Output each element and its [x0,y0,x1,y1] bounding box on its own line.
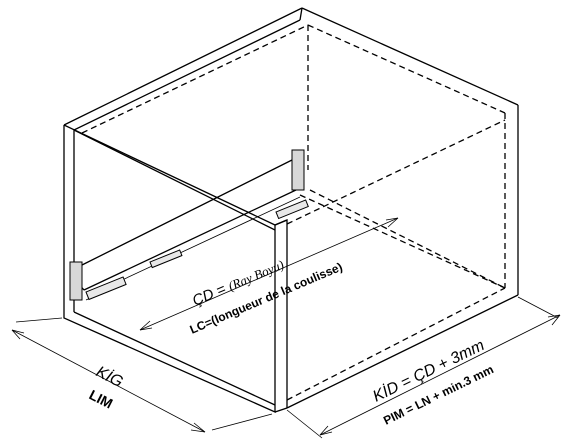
kig-label: KİG [93,362,126,391]
runner-right [275,149,309,220]
drawer-profile [78,159,301,301]
inner-depth-dimension [286,296,561,439]
depth-dimension [11,317,273,433]
hidden-edges [81,24,506,401]
cabinet-outline [63,7,519,414]
lim-label: LIM [87,386,116,411]
runner-length-dimension [139,217,399,331]
runner-left [69,249,183,301]
